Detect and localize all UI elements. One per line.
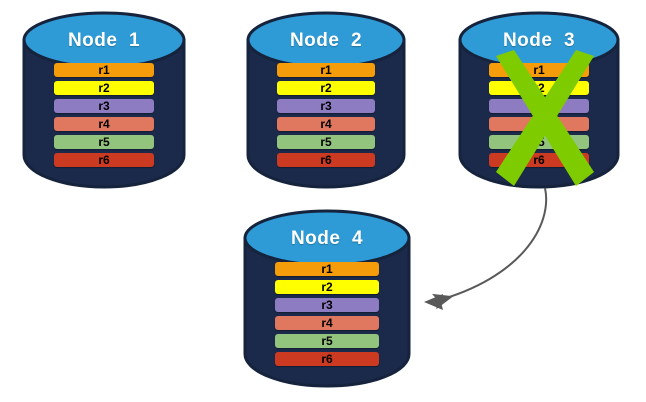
row-label: r3 (320, 99, 332, 113)
row-label: r1 (98, 63, 110, 77)
node-2-row-r2[interactable]: r2 (277, 81, 375, 95)
node-1-row-r3[interactable]: r3 (54, 99, 154, 113)
node-3-rows: r1 r2 r3 r4 r5 r6 (458, 63, 620, 167)
row-label: r6 (321, 352, 333, 366)
node-3-row-r5[interactable]: r5 (489, 135, 589, 149)
row-label: r2 (320, 81, 332, 95)
node-2-row-r1[interactable]: r1 (277, 63, 375, 77)
row-label: r5 (533, 135, 545, 149)
node-3-row-r6[interactable]: r6 (489, 153, 589, 167)
node-3-row-r2[interactable]: r2 (489, 81, 589, 95)
node-3-row-r4[interactable]: r4 (489, 117, 589, 131)
node-4-row-r6[interactable]: r6 (275, 352, 379, 366)
row-label: r2 (321, 280, 333, 294)
node-2-row-r4[interactable]: r4 (277, 117, 375, 131)
row-label: r2 (533, 81, 545, 95)
row-label: r6 (533, 153, 545, 167)
row-label: r6 (98, 153, 110, 167)
node-2-row-r3[interactable]: r3 (277, 99, 375, 113)
node-1-rows: r1 r2 r3 r4 r5 r6 (22, 63, 186, 167)
node-2-rows: r1 r2 r3 r4 r5 r6 (246, 63, 406, 167)
row-label: r4 (320, 117, 332, 131)
node-4-row-r2[interactable]: r2 (275, 280, 379, 294)
row-label: r1 (321, 262, 333, 276)
row-label: r1 (533, 63, 545, 77)
node-3-row-r1[interactable]: r1 (489, 63, 589, 77)
row-label: r3 (321, 298, 333, 312)
node-2-row-r5[interactable]: r5 (277, 135, 375, 149)
node-1[interactable]: Node 1 r1 r2 r3 r4 r5 r6 (22, 10, 186, 189)
row-label: r5 (98, 135, 110, 149)
row-label: r5 (320, 135, 332, 149)
node-4[interactable]: Node 4 r1 r2 r3 r4 r5 r6 (243, 208, 411, 388)
row-label: r6 (320, 153, 332, 167)
node-1-row-r2[interactable]: r2 (54, 81, 154, 95)
node-1-row-r1[interactable]: r1 (54, 63, 154, 77)
node-4-row-r1[interactable]: r1 (275, 262, 379, 276)
node-4-row-r4[interactable]: r4 (275, 316, 379, 330)
node-1-row-r6[interactable]: r6 (54, 153, 154, 167)
node-3-row-r3[interactable]: r3 (489, 99, 589, 113)
node-3[interactable]: Node 3 r1 r2 r3 r4 r5 r6 (458, 10, 620, 189)
row-label: r2 (98, 81, 110, 95)
node-1-row-r4[interactable]: r4 (54, 117, 154, 131)
node-4-row-r5[interactable]: r5 (275, 334, 379, 348)
node-4-row-r3[interactable]: r3 (275, 298, 379, 312)
node-2[interactable]: Node 2 r1 r2 r3 r4 r5 r6 (246, 10, 406, 189)
node-2-row-r6[interactable]: r6 (277, 153, 375, 167)
row-label: r5 (321, 334, 333, 348)
row-label: r4 (321, 316, 333, 330)
node-1-row-r5[interactable]: r5 (54, 135, 154, 149)
row-label: r1 (320, 63, 332, 77)
row-label: r3 (98, 99, 110, 113)
row-label: r3 (533, 99, 545, 113)
row-label: r4 (533, 117, 545, 131)
row-label: r4 (98, 117, 110, 131)
node-4-rows: r1 r2 r3 r4 r5 r6 (243, 262, 411, 366)
